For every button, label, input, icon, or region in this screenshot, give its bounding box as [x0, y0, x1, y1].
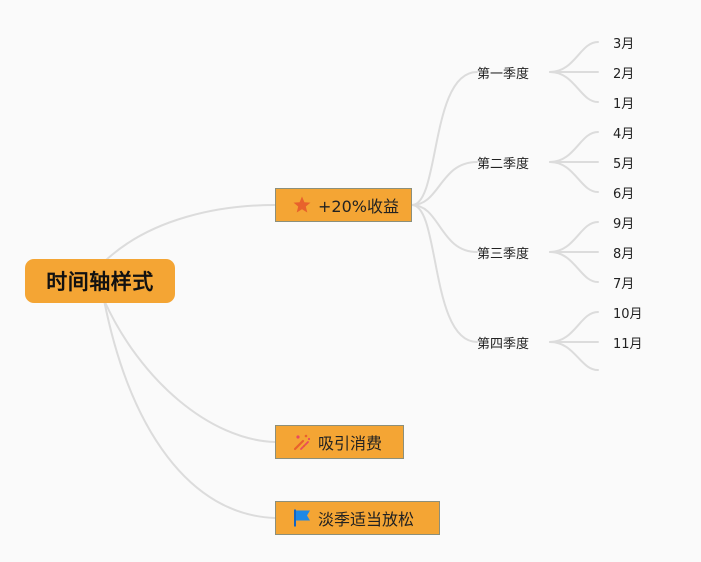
- branch-node-label: +20%收益: [318, 197, 399, 216]
- quarter-node-q4[interactable]: 第四季度: [477, 337, 530, 352]
- branch-node-revenue[interactable]: +20%收益: [275, 188, 412, 222]
- month-node[interactable]: 1月: [613, 97, 635, 112]
- month-node[interactable]: 2月: [613, 67, 635, 82]
- month-node[interactable]: 3月: [613, 37, 635, 52]
- star-icon: [292, 195, 312, 215]
- branch-node-off-season[interactable]: 淡季适当放松: [275, 501, 440, 535]
- connector-branch-q4: [411, 204, 478, 343]
- month-node[interactable]: 7月: [613, 277, 635, 292]
- connector-q1-m1: [549, 41, 599, 73]
- root-node-label: 时间轴样式: [46, 270, 154, 294]
- root-node[interactable]: 时间轴样式: [25, 259, 175, 303]
- connector-q4-m1: [549, 311, 599, 343]
- connector-q1-m3: [549, 71, 599, 103]
- month-node[interactable]: 5月: [613, 157, 635, 172]
- connector-branch-q3: [411, 204, 478, 253]
- quarter-node-q1[interactable]: 第一季度: [477, 67, 530, 82]
- connector-root-branch-3: [103, 299, 276, 519]
- month-node[interactable]: 10月: [613, 307, 643, 322]
- month-node[interactable]: 4月: [613, 127, 635, 142]
- connector-q4-m3: [549, 341, 599, 371]
- connector-q3-m1: [549, 221, 599, 253]
- month-node[interactable]: 6月: [613, 187, 635, 202]
- quarter-node-q2[interactable]: 第二季度: [477, 157, 530, 172]
- branch-node-consumption[interactable]: 吸引消费: [275, 425, 404, 459]
- connector-q2-m3: [549, 161, 599, 193]
- connector-root-branch-2: [103, 299, 276, 443]
- month-node[interactable]: 11月: [613, 337, 643, 352]
- quarter-node-q3[interactable]: 第三季度: [477, 247, 530, 262]
- connector-branch-q1: [411, 71, 478, 206]
- month-node[interactable]: 9月: [613, 217, 635, 232]
- month-node[interactable]: 8月: [613, 247, 635, 262]
- connector-branch-q2: [411, 161, 478, 206]
- blue-flag-icon: [292, 508, 312, 528]
- connector-root-branch-1: [103, 204, 276, 263]
- connector-q3-m3: [549, 251, 599, 283]
- party-popper-icon: [292, 432, 312, 452]
- branch-node-label: 吸引消费: [318, 434, 383, 453]
- connector-q2-m1: [549, 131, 599, 163]
- branch-node-label: 淡季适当放松: [318, 510, 415, 529]
